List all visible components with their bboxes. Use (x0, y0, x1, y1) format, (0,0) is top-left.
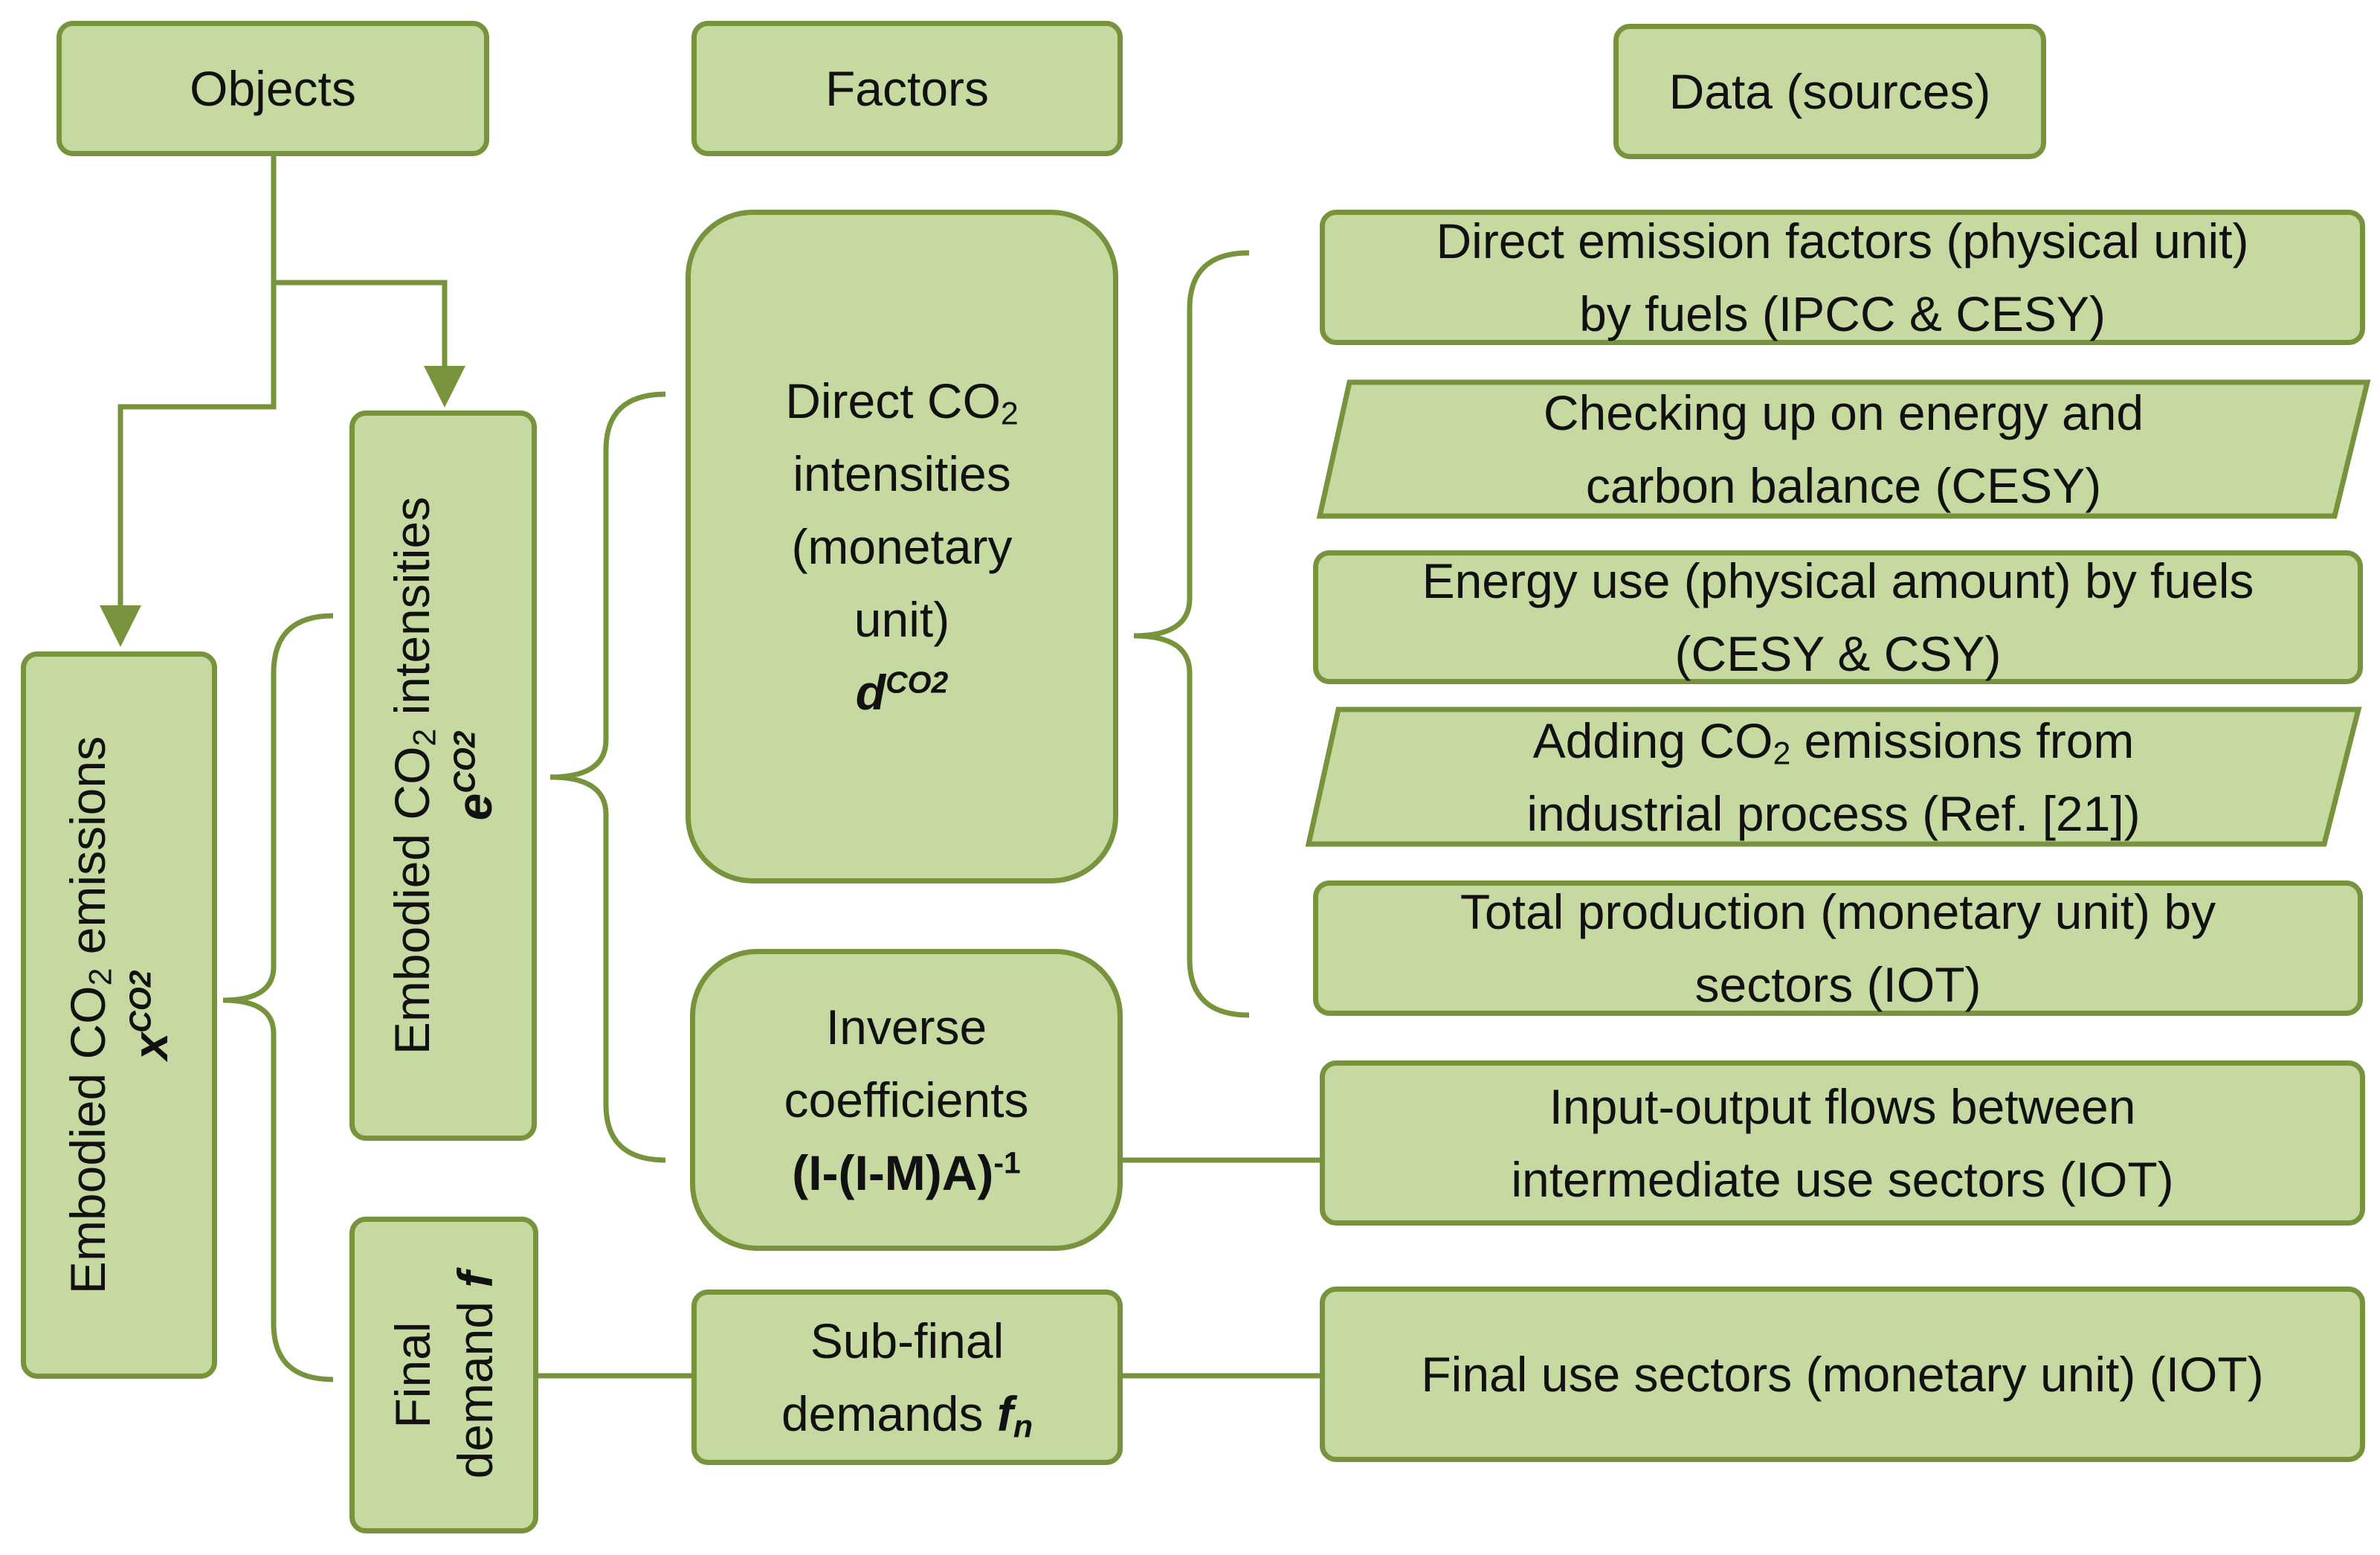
io-flows-box: Input-output flows between intermediate … (1320, 1060, 2365, 1226)
direct-emission-factors-box: Direct emission factors (physical unit) … (1320, 210, 2365, 345)
embodied-intensities-box (349, 411, 537, 1141)
header-factors: Factors (691, 21, 1123, 156)
adding-emissions-shape (1305, 706, 2362, 847)
checking-balance-shape (1316, 379, 2371, 519)
final-demand-box (349, 1217, 538, 1533)
embodied-emissions-text: Embodied CO2 emissions xCO2 (60, 735, 178, 1295)
embodied-intensities-text: Embodied CO2 intensities eCO2 (384, 496, 502, 1055)
adding-emissions-text: Adding CO2 emissions from industrial pro… (1526, 712, 2141, 841)
brace-intensities (549, 391, 666, 1163)
energy-use-box: Energy use (physical amount) by fuels (C… (1313, 550, 2363, 684)
brace-direct-intensities (1133, 250, 1250, 1018)
final-demand-text: Final demand f (385, 1271, 503, 1479)
final-use-sectors-box: Final use sectors (monetary unit) (IOT) (1320, 1287, 2365, 1462)
inverse-coefficients-box: Inverse coefficients (I-(I-M)A)-1 (690, 949, 1123, 1251)
arrow-objects-to-embodied-emissions (100, 283, 277, 647)
arrow-objects-to-embodied-intensities (271, 156, 465, 408)
sub-final-demands-box: Sub-final demands fn (691, 1290, 1123, 1465)
header-objects: Objects (57, 21, 489, 156)
total-production-box: Total production (monetary unit) by sect… (1313, 880, 2363, 1016)
header-data-sources: Data (sources) (1613, 24, 2046, 159)
brace-emissions (222, 613, 334, 1382)
direct-intensities-box: Direct CO2 intensities (monetary unit) d… (686, 210, 1118, 883)
embodied-emissions-box (21, 651, 217, 1379)
checking-balance-text: Checking up on energy and carbon balance… (1543, 385, 2144, 513)
